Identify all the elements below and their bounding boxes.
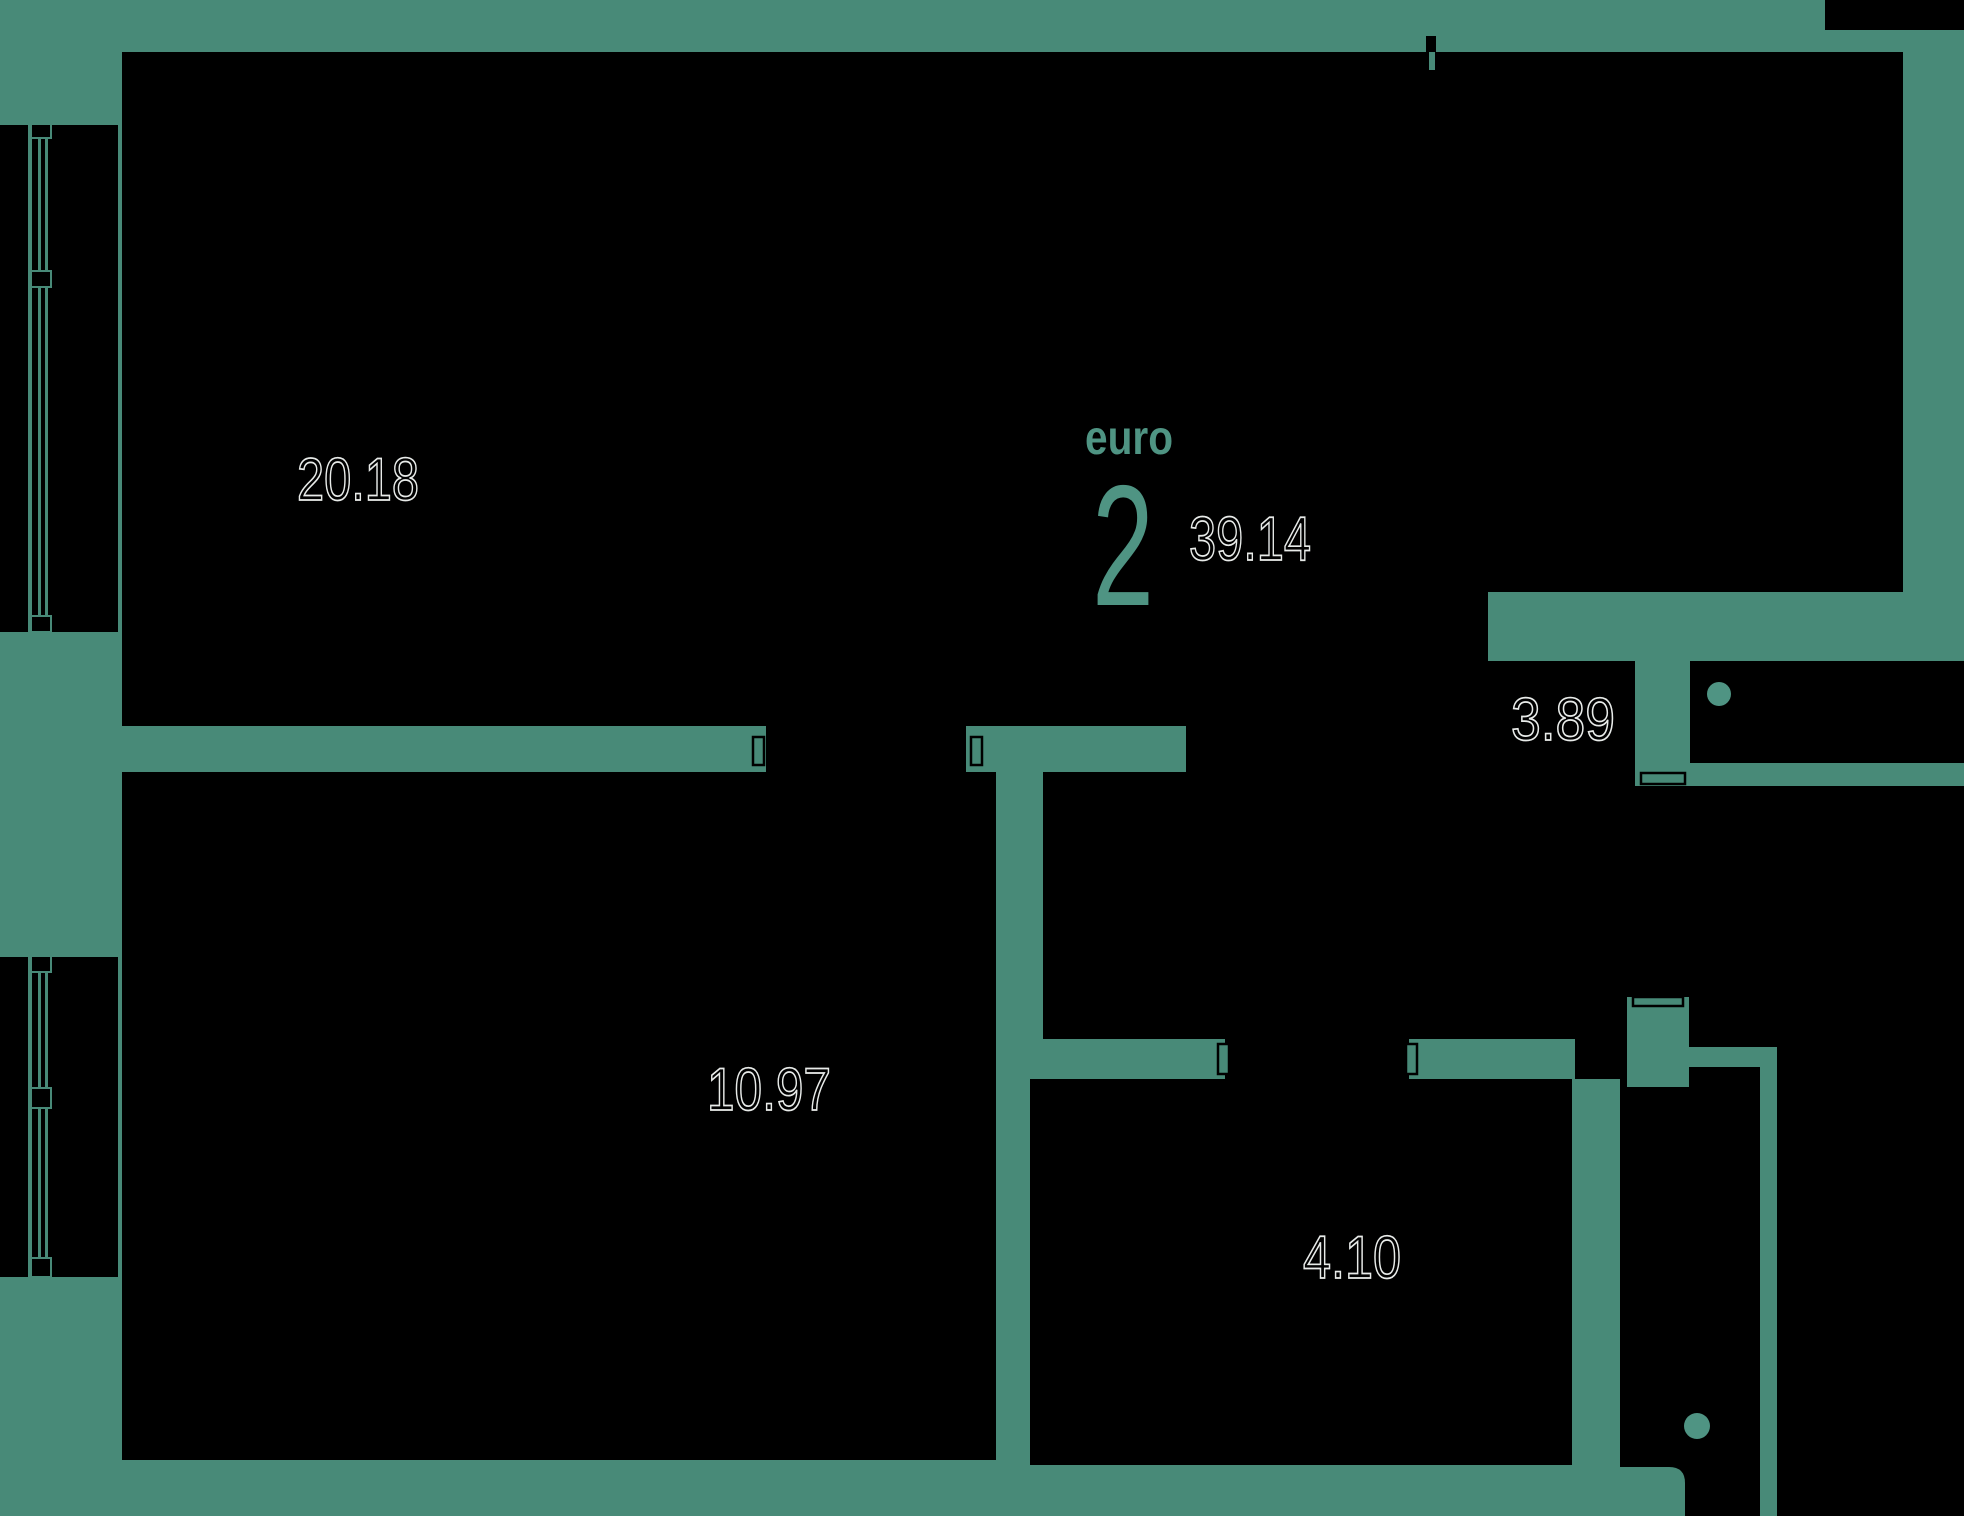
balcony-upper-gap-line — [28, 125, 32, 632]
opening-right-slit — [1690, 763, 1964, 786]
window-box-icon — [30, 123, 52, 139]
jamb-mid-band-left-icon — [751, 735, 766, 767]
jamb-doorway-top-icon — [1631, 995, 1685, 1008]
window-lower-glass-line-2 — [45, 957, 48, 1277]
window-lower-glass-line-1 — [38, 957, 41, 1277]
window-box-icon — [30, 955, 52, 973]
wall-mid-band-bridge — [1186, 726, 1488, 772]
window-boxes-layer — [30, 123, 52, 1278]
top-wall-notch — [1429, 52, 1435, 70]
corridor-strip-hallway — [1635, 661, 1690, 786]
door-handles-layer — [1684, 682, 1731, 1439]
room-hallway-area-label: 3.89 — [1511, 686, 1615, 753]
bottom-right-teal-bar — [1500, 1467, 1685, 1516]
jamb-bathroom-left-icon — [1216, 1042, 1231, 1076]
entry-door-handle-icon — [1707, 682, 1731, 706]
unit-total-area-label: 39.14 — [1189, 505, 1311, 574]
opening-mid-band-left — [122, 726, 756, 772]
room-bathroom-block — [1030, 1079, 1575, 1465]
window-box-icon — [30, 1257, 52, 1278]
wall-mid-band-segment — [766, 726, 966, 772]
room-living-block-left — [122, 52, 1488, 726]
hall-inner-block — [1043, 772, 1635, 1039]
jamb-layer — [751, 735, 1687, 1076]
jamb-bathroom-right-icon — [1404, 1042, 1419, 1076]
room-labels-layer: 20.18 10.97 4.10 3.89 39.14 — [296, 445, 1616, 1292]
balcony-lower-gap-line — [28, 957, 32, 1277]
door-frame-vline — [1760, 1047, 1777, 1516]
window-box-icon — [30, 270, 52, 288]
bathroom-door-opening — [1225, 1039, 1409, 1079]
doorway-bottom-right — [1627, 997, 1689, 1087]
room-bedroom-area-label: 10.97 — [707, 1056, 831, 1123]
jamb-corridor-bottom-icon — [1639, 771, 1687, 786]
room-living-area-label: 20.18 — [297, 446, 419, 513]
opening-bathroom-band-right — [1413, 1039, 1575, 1079]
hall-entry-block — [1488, 661, 1635, 772]
room-bathroom-area-label: 4.10 — [1303, 1224, 1401, 1291]
opening-bathroom-band-left — [1030, 1039, 1217, 1079]
window-upper-glass-line-1 — [38, 125, 41, 632]
unit-badge-layer: euro 2 — [1085, 412, 1173, 642]
bottom-door-handle-icon — [1684, 1413, 1710, 1439]
balcony-lower-slab — [0, 957, 118, 1277]
jamb-mid-band-right-icon — [969, 735, 984, 767]
wall-top-right-bar — [1825, 0, 1964, 30]
top-wall-tick — [1426, 36, 1436, 52]
corridor-strip-bathroom — [1572, 1079, 1620, 1469]
unit-rooms-count-label: 2 — [1092, 450, 1154, 642]
opening-mid-band-right — [977, 726, 1186, 772]
window-box-icon — [30, 615, 52, 633]
openings-layer — [28, 52, 1964, 1516]
entry-door-block — [1690, 661, 1964, 763]
window-box-icon — [30, 1087, 52, 1109]
window-upper-glass-line-2 — [45, 125, 48, 632]
balcony-upper-slab — [0, 125, 118, 632]
door-connector-band — [1689, 1047, 1777, 1067]
unit-type-label: euro — [1085, 412, 1173, 465]
room-bedroom-block — [122, 772, 996, 1460]
